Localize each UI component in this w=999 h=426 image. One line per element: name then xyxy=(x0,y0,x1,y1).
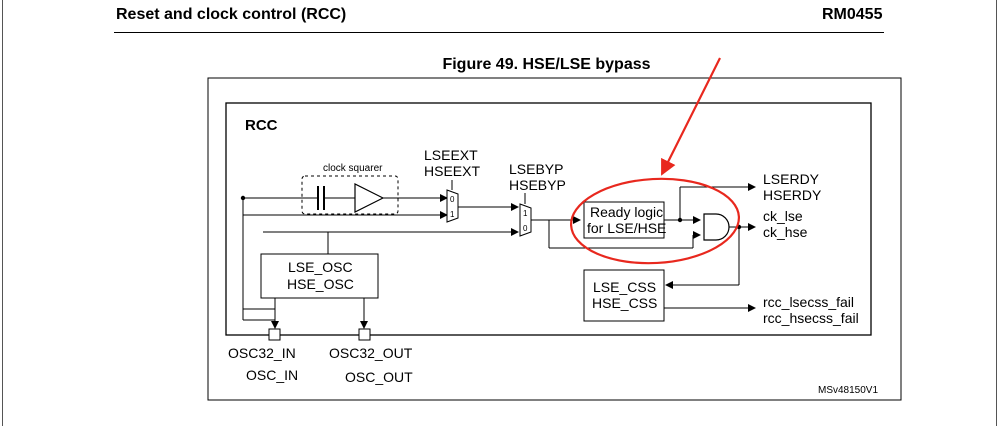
byp-label-2: HSEBYP xyxy=(509,177,566,193)
and-gate xyxy=(703,213,730,241)
capacitor-symbol xyxy=(317,186,325,210)
rdy-label-2: HSERDY xyxy=(763,187,822,203)
css-label-1: LSE_CSS xyxy=(593,279,656,295)
pin-out-label-1: OSC32_OUT xyxy=(329,345,413,361)
mux-ext-input-bottom: 1 xyxy=(450,210,455,219)
page-edge-right xyxy=(996,0,997,426)
figure-frame xyxy=(207,77,902,401)
mux-byp-input-bottom: 0 xyxy=(523,224,528,233)
css-label-2: HSE_CSS xyxy=(592,295,657,311)
pin-osc-in xyxy=(268,328,281,341)
buffer-symbol xyxy=(354,183,385,213)
ext-label-1: LSEEXT xyxy=(424,147,478,163)
junction-dot xyxy=(240,195,246,201)
mux-byp xyxy=(519,203,532,237)
ready-logic-box xyxy=(583,201,665,239)
page-edge-left xyxy=(2,0,3,426)
fail-label-2: rcc_hsecss_fail xyxy=(763,310,859,326)
pin-in-label-1: OSC32_IN xyxy=(228,345,296,361)
figure-ref-code: MSv48150V1 xyxy=(818,385,878,396)
osc-label-1: LSE_OSC xyxy=(288,259,353,275)
clock-squarer-label: clock squarer xyxy=(323,163,383,174)
pin-out-label-2: OSC_OUT xyxy=(345,369,413,385)
document-reference: RM0455 xyxy=(822,6,883,23)
wires xyxy=(242,183,756,329)
pin-osc-out xyxy=(358,328,371,341)
osc-box xyxy=(260,253,379,299)
clock-squarer-box xyxy=(301,175,399,215)
css-box xyxy=(583,269,665,322)
rdy-label-1: LSERDY xyxy=(763,171,820,187)
mux-ext xyxy=(446,189,459,223)
highlight-ellipse xyxy=(569,177,741,265)
ready-logic-label-1: Ready logic xyxy=(590,204,663,220)
osc-label-2: HSE_OSC xyxy=(287,276,354,292)
ck-label-2: ck_hse xyxy=(763,224,808,240)
highlight-arrow xyxy=(661,57,721,176)
fail-label-1: rcc_lsecss_fail xyxy=(763,294,854,310)
ck-label-1: ck_lse xyxy=(763,208,803,224)
rcc-block xyxy=(225,102,872,336)
rcc-label: RCC xyxy=(245,117,278,134)
byp-label-1: LSEBYP xyxy=(509,161,563,177)
junction-dot xyxy=(677,217,683,223)
ready-logic-label-2: for LSE/HSE xyxy=(587,220,666,236)
mux-ext-input-top: 0 xyxy=(450,195,455,204)
pin-in-label-2: OSC_IN xyxy=(246,367,298,383)
header-rule xyxy=(114,32,884,33)
ext-label-2: HSEEXT xyxy=(424,163,480,179)
figure-title: Figure 49. HSE/LSE bypass xyxy=(442,56,651,73)
mux-byp-input-top: 1 xyxy=(523,209,528,218)
section-title: Reset and clock control (RCC) xyxy=(116,6,347,23)
